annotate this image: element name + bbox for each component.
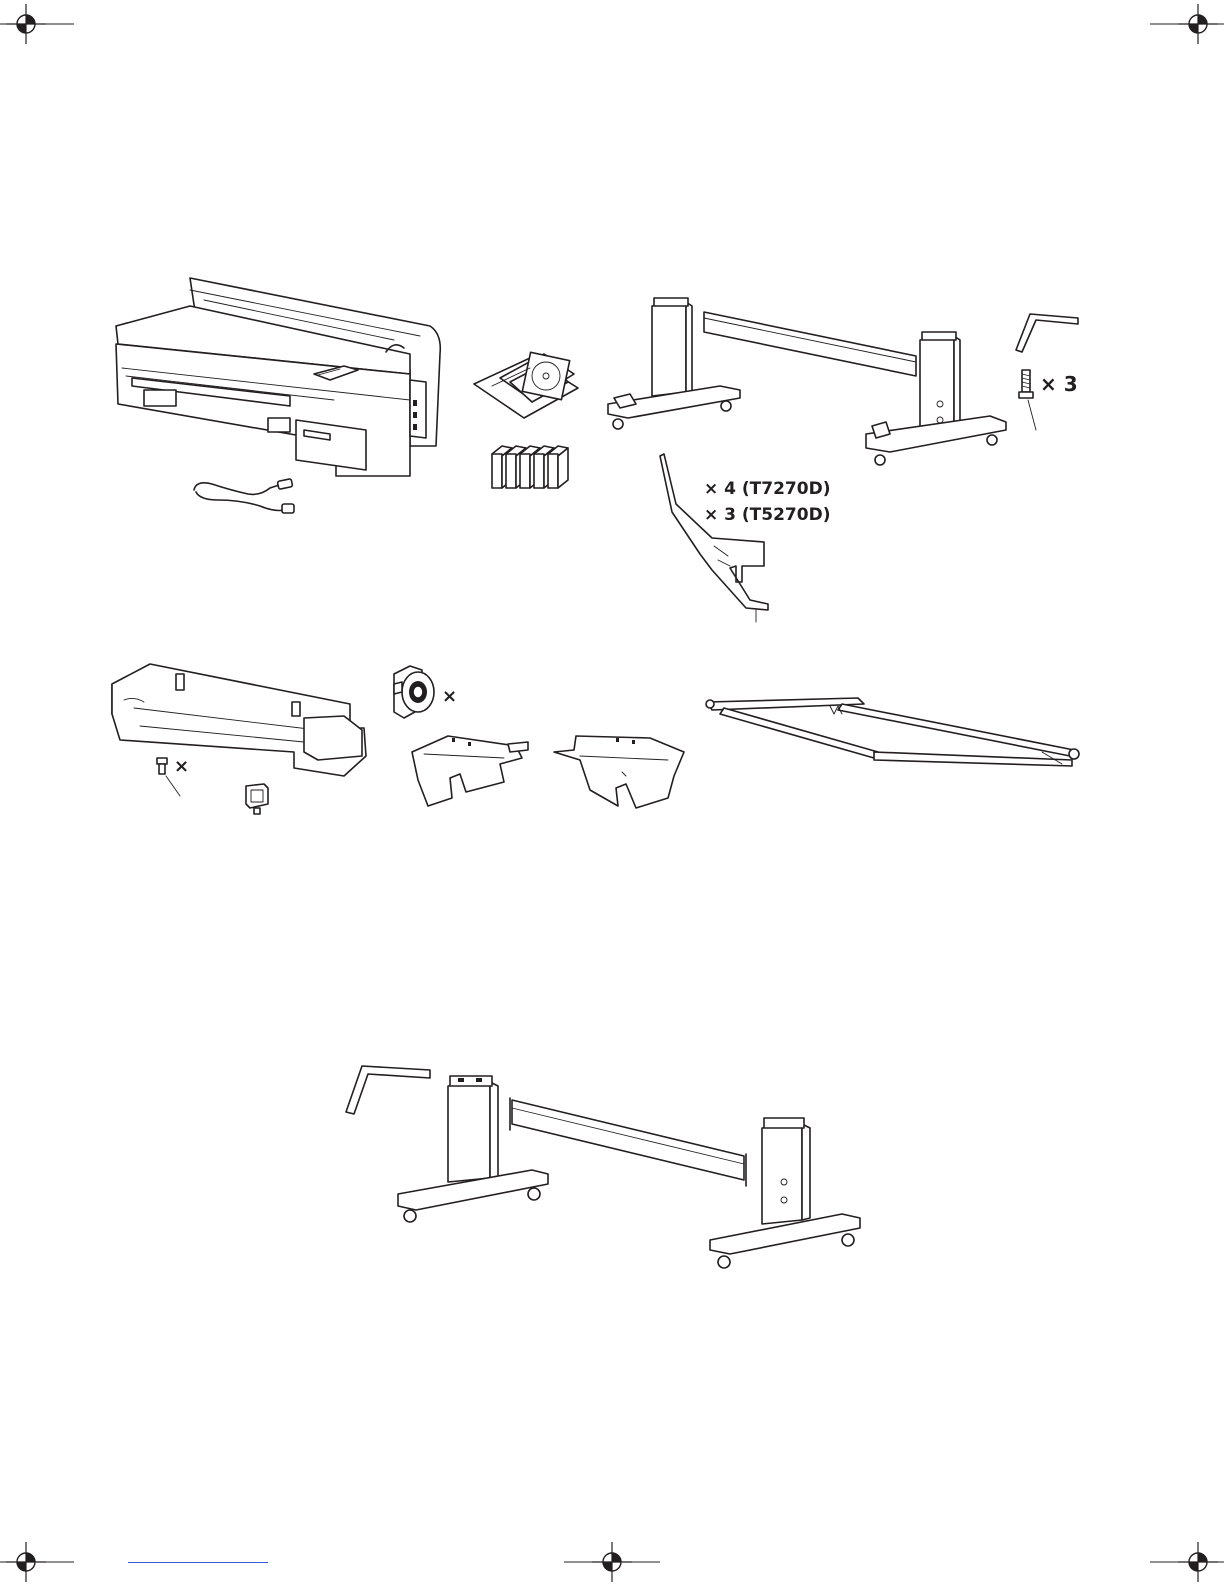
paper-support-illustration [654, 450, 774, 626]
stand-legs-illustration [392, 1070, 868, 1270]
screw-quantity-label: × 3 [1040, 374, 1078, 394]
registration-mark-icon [564, 1542, 660, 1582]
support-quantity-t7270d: × 4 (T7270D) [704, 481, 830, 498]
roll-adapter-illustration [388, 664, 444, 722]
hex-wrench-illustration [342, 1060, 434, 1118]
small-screw-quantity-label: × [174, 758, 189, 776]
adapter-quantity-label: × [442, 688, 457, 706]
registration-mark-icon [1150, 4, 1224, 44]
registration-mark-icon [0, 1542, 74, 1582]
footer-link-line [128, 1562, 268, 1563]
stand-legs-illustration [600, 294, 1020, 474]
screw-illustration [1016, 368, 1040, 434]
paper-basket-illustration [702, 690, 1082, 770]
hex-wrench-illustration [1010, 306, 1084, 354]
registration-mark-icon [0, 4, 74, 44]
printer-illustration [104, 270, 454, 485]
spindle-holder-illustration [404, 730, 534, 810]
software-cd-illustration [470, 348, 586, 422]
registration-mark-icon [1150, 1542, 1224, 1582]
support-quantity-t5270d: × 3 (T5270D) [704, 507, 830, 524]
power-cord-illustration [190, 474, 300, 520]
spindle-holder-illustration [550, 728, 690, 812]
ink-cartridges-illustration [488, 438, 570, 492]
roll-unit-illustration [104, 656, 380, 782]
spindle-holder-illustration [242, 782, 274, 818]
